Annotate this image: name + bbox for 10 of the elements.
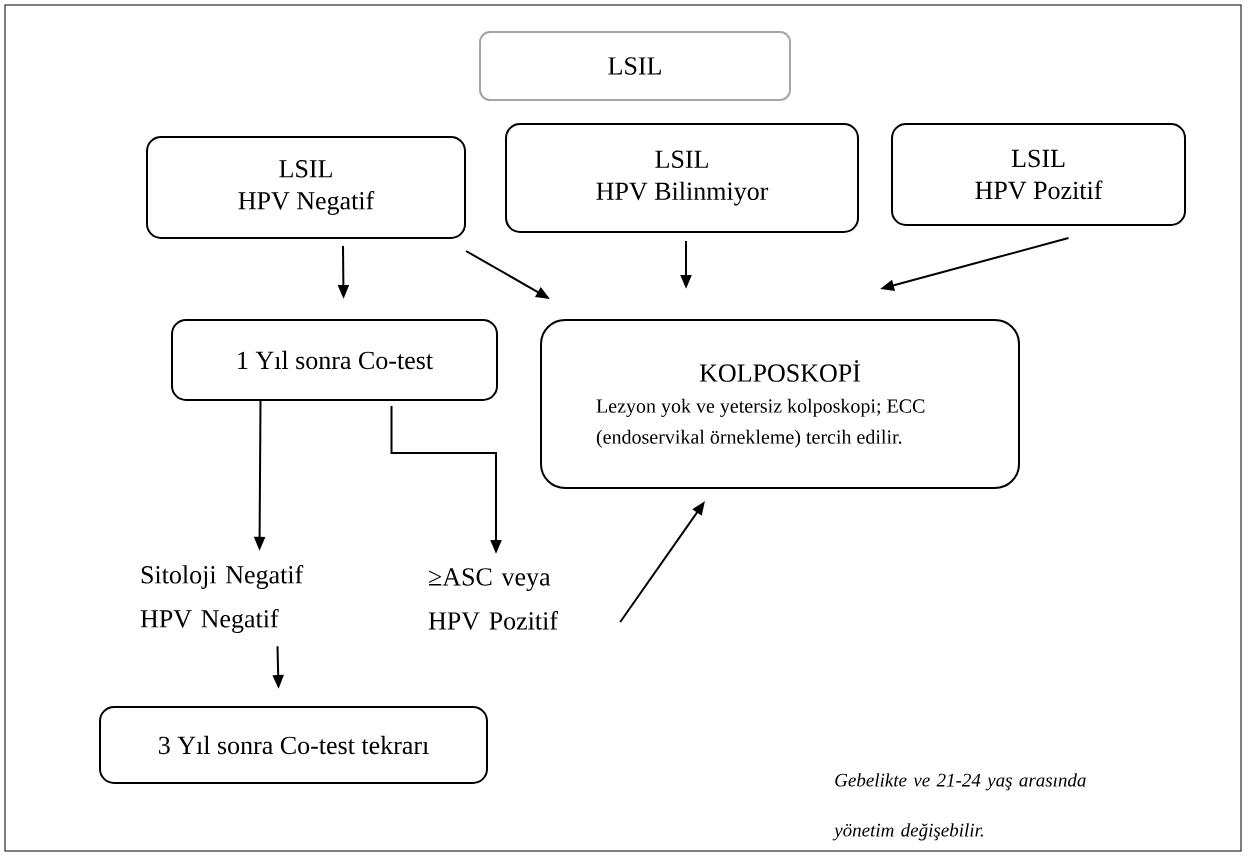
process-box: KOLPOSKOPİ Lezyon yok ve yetersiz kolposkopi; ECC (endoservikal örnekleme) tercih edilir.	[540, 319, 1020, 489]
process-box: LSIL HPV Bilinmiyor	[505, 123, 859, 233]
process-box: LSIL HPV Negatif	[146, 136, 466, 239]
process-box: 3 Yıl sonra Co-test tekrarı	[99, 706, 488, 784]
process-box: LSIL HPV Pozitif	[891, 123, 1186, 226]
title-box: LSIL	[479, 31, 791, 101]
result-text: Sitoloji Negatif HPV Negatif	[140, 565, 304, 633]
process-box: 1 Yıl sonra Co-test	[171, 319, 498, 401]
result-text: ≥ASC veya HPV Pozitif	[428, 568, 558, 630]
note-text: Gebelikte ve 21-24 yaş arasında yönetim değişebilir.	[832, 773, 1086, 841]
